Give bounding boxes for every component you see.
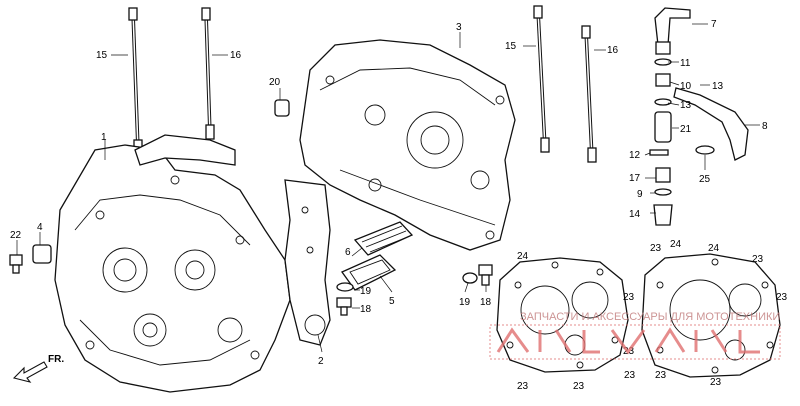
- watermark-logo: [489, 324, 781, 360]
- callout-6: 6: [345, 247, 351, 258]
- callout-12: 12: [629, 150, 641, 161]
- callout-5: 5: [389, 296, 395, 307]
- left-case-bracket: [134, 134, 236, 166]
- callout-21: 21: [680, 124, 692, 135]
- callout-16-left: 16: [230, 50, 242, 61]
- callout-23-a: 23: [650, 243, 662, 254]
- callout-23-g: 23: [573, 381, 585, 392]
- callout-19-left: 19: [360, 286, 372, 297]
- callout-labels: 15 16 1 20 3 15 16 7 11 10 13 13 21 8 12…: [10, 19, 788, 392]
- o-ring-19-left: [336, 282, 354, 292]
- stud-16-right: [581, 25, 597, 163]
- callout-24-c: 24: [708, 243, 720, 254]
- front-arrow-icon: [12, 361, 48, 383]
- bolt-18-right: [478, 264, 493, 286]
- callout-9: 9: [637, 189, 643, 200]
- callout-18-left: 18: [360, 304, 372, 315]
- callout-23-i: 23: [655, 370, 667, 381]
- callout-3: 3: [456, 22, 462, 33]
- stud-16-left: [201, 7, 215, 140]
- dowel-20: [274, 99, 290, 117]
- callout-15-left: 15: [96, 50, 108, 61]
- o-ring-19-right: [462, 272, 478, 284]
- callout-15-right: 15: [505, 41, 517, 52]
- callout-22: 22: [10, 230, 22, 241]
- callout-4: 4: [37, 222, 43, 233]
- right-crankcase: [299, 39, 516, 251]
- callout-23-j: 23: [710, 377, 722, 388]
- front-direction-indicator: FR.: [12, 354, 64, 383]
- callout-11: 11: [680, 58, 691, 69]
- callout-8: 8: [762, 121, 768, 132]
- stud-15-left: [128, 7, 143, 155]
- bolt-22: [9, 254, 23, 274]
- gasket-right-view: [641, 253, 781, 378]
- callout-7: 7: [711, 19, 717, 30]
- callout-24-b: 24: [670, 239, 682, 250]
- callout-20: 20: [269, 77, 281, 88]
- watermark-text: ЗАПЧАСТИ И АКСЕССУАРЫ ДЛЯ МОТОТЕХНИКИ: [520, 311, 780, 323]
- front-direction-label: FR.: [48, 354, 64, 365]
- watermark: ЗАПЧАСТИ И АКСЕССУАРЫ ДЛЯ МОТОТЕХНИКИ: [489, 311, 781, 360]
- callout-17: 17: [629, 173, 641, 184]
- cap-4: [32, 244, 52, 264]
- callout-1: 1: [101, 132, 107, 143]
- callout-23-b: 23: [752, 254, 764, 265]
- bolt-18-left: [336, 297, 352, 316]
- callout-23-c: 23: [623, 292, 635, 303]
- left-crankcase: [54, 144, 291, 393]
- callout-2: 2: [318, 356, 324, 367]
- gasket-left-view: [496, 257, 629, 373]
- callout-23-f: 23: [517, 381, 529, 392]
- callout-24-a: 24: [517, 251, 529, 262]
- leader-lines: [16, 23, 760, 353]
- callout-19-right: 19: [459, 297, 471, 308]
- callout-25: 25: [699, 174, 711, 185]
- callout-18-right: 18: [480, 297, 492, 308]
- breather-hose-assembly: [649, 7, 749, 226]
- callout-23-d: 23: [776, 292, 788, 303]
- stud-15-right: [533, 5, 550, 153]
- crankcase-gasket: [284, 179, 331, 346]
- callout-13-upper: 13: [712, 81, 724, 92]
- callout-14: 14: [629, 209, 641, 220]
- callout-23-h: 23: [624, 370, 636, 381]
- callout-13-lower: 13: [680, 100, 692, 111]
- oil-screen-6: [353, 221, 414, 256]
- callout-16-right: 16: [607, 45, 619, 56]
- callout-10: 10: [680, 81, 692, 92]
